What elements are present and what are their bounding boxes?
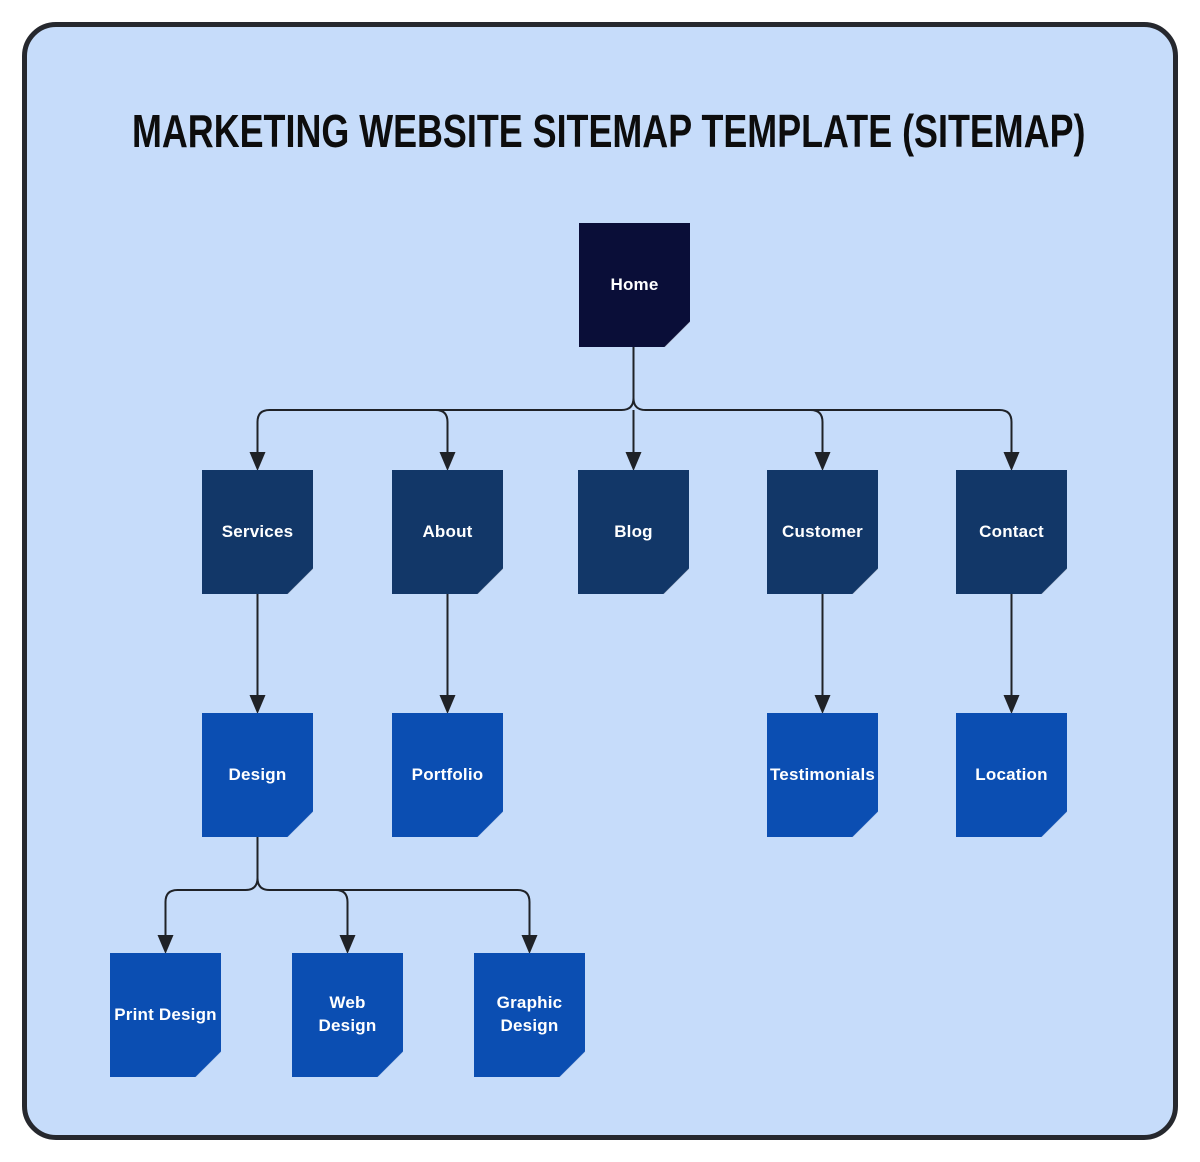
node-customer-label: Customer	[782, 521, 863, 541]
node-design-label: Design	[228, 764, 287, 784]
node-web-design-label: Web Design	[318, 993, 377, 1035]
node-graphic-design[interactable]: Graphic Design	[474, 953, 585, 1077]
node-blog[interactable]: Blog	[578, 470, 689, 594]
node-web-design[interactable]: Web Design	[292, 953, 403, 1077]
node-about-label: About	[422, 521, 473, 541]
node-location-label: Location	[975, 764, 1048, 784]
node-contact[interactable]: Contact	[956, 470, 1067, 594]
node-home-label: Home	[610, 274, 659, 294]
node-portfolio[interactable]: Portfolio	[392, 713, 503, 837]
node-home[interactable]: Home	[579, 223, 690, 347]
node-testimonials-label: Testimonials	[769, 764, 876, 784]
node-print-design[interactable]: Print Design	[110, 953, 221, 1077]
node-print-design-label: Print Design	[114, 1004, 217, 1024]
node-testimonials[interactable]: Testimonials	[767, 713, 878, 837]
node-location[interactable]: Location	[956, 713, 1067, 837]
node-customer[interactable]: Customer	[767, 470, 878, 594]
node-design[interactable]: Design	[202, 713, 313, 837]
node-portfolio-label: Portfolio	[411, 764, 484, 784]
diagram-title: MARKETING WEBSITE SITEMAP TEMPLATE (SITE…	[132, 105, 1086, 157]
node-services[interactable]: Services	[202, 470, 313, 594]
node-graphic-design-label: Graphic Design	[496, 993, 563, 1035]
node-contact-label: Contact	[979, 521, 1044, 541]
node-services-label: Services	[221, 521, 294, 541]
node-about[interactable]: About	[392, 470, 503, 594]
node-blog-label: Blog	[614, 521, 653, 541]
